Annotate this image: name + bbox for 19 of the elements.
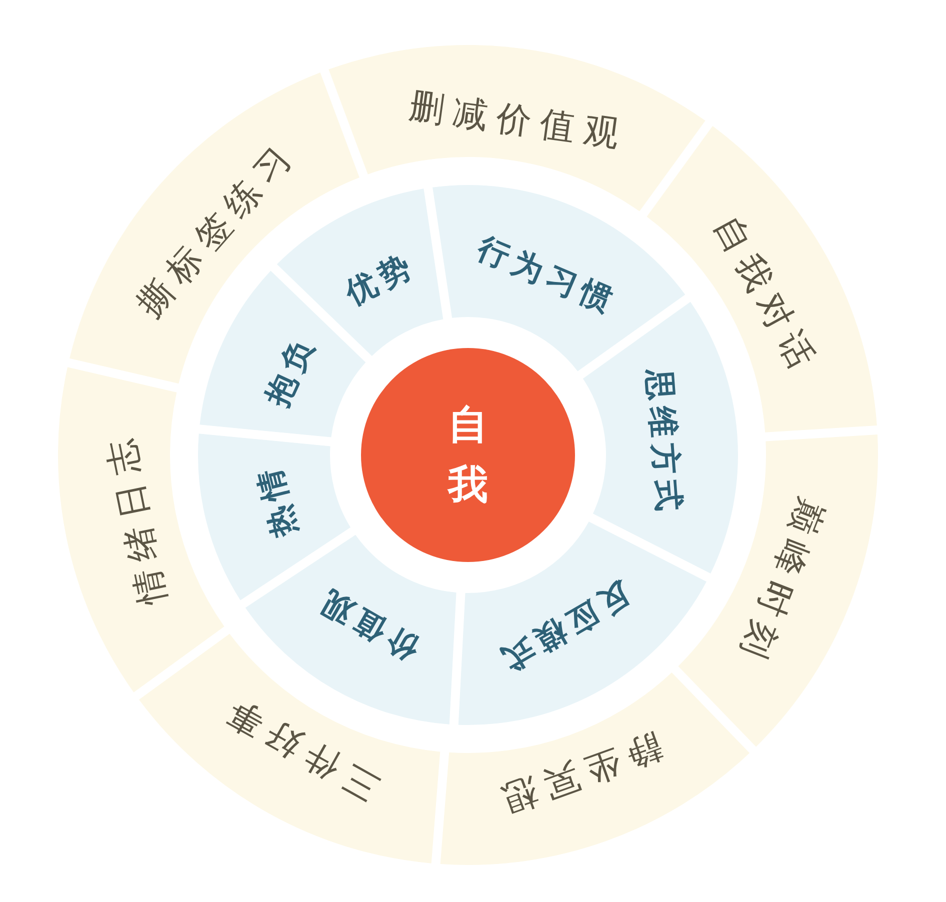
segment-label: 删减价值观 xyxy=(405,87,630,153)
segment-label: 三件好事 xyxy=(214,689,386,810)
segment-label: 巅峰时刻 xyxy=(733,492,832,670)
segment-label: 行为习惯 xyxy=(472,229,622,318)
segment-label: 抱负 xyxy=(258,330,320,413)
segment-label: 情绪日志 xyxy=(101,428,172,610)
segment-label: 反应模式 xyxy=(492,574,638,678)
segment-label: 撕标签练习 xyxy=(128,134,303,326)
center-label: 自我 xyxy=(447,402,489,509)
segment-label: 热情 xyxy=(252,460,302,542)
segment-label: 优势 xyxy=(338,248,420,312)
segment-label: 自我对话 xyxy=(706,208,824,382)
ring-segment xyxy=(458,521,707,725)
segment-label: 价值观 xyxy=(312,584,426,669)
ring-segment xyxy=(58,367,225,693)
segment-label: 思维方式 xyxy=(643,367,686,518)
ring-segment xyxy=(328,45,706,212)
segment-label: 静坐冥想 xyxy=(489,726,668,821)
ring-segment xyxy=(440,672,750,865)
